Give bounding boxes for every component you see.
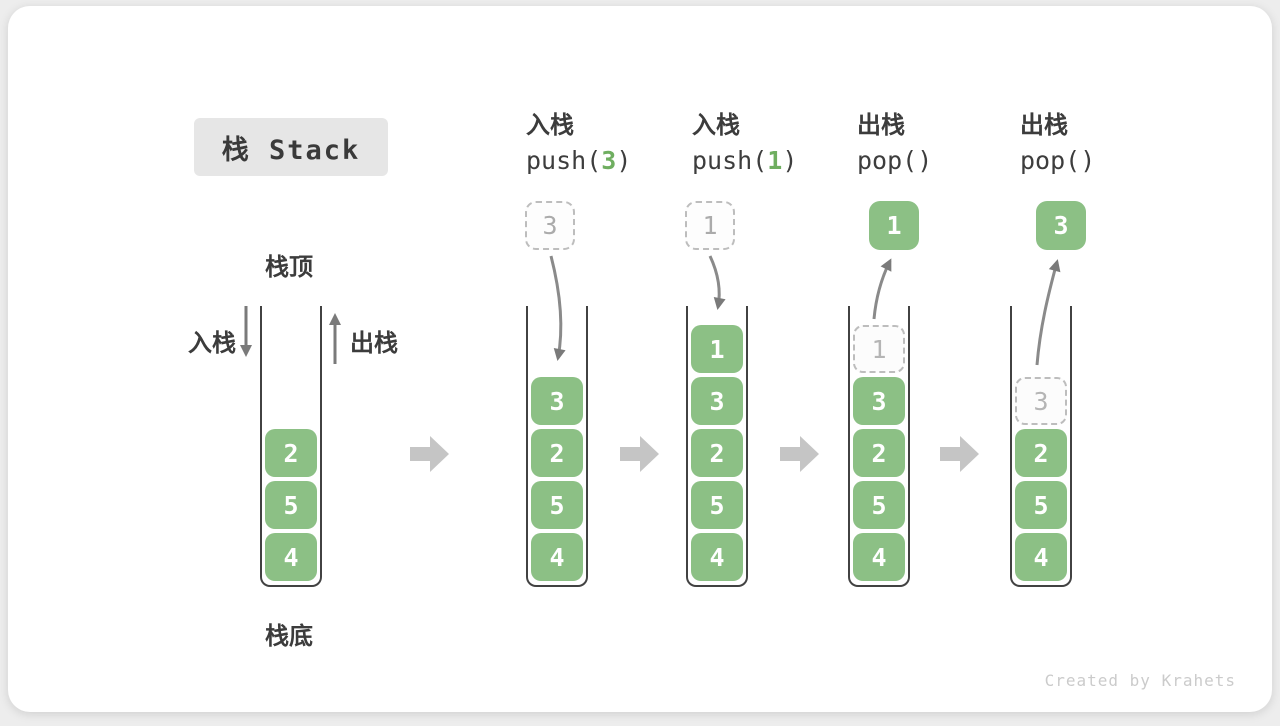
stack-cell: 4 <box>853 533 905 581</box>
op-label: 出栈 <box>857 111 905 139</box>
op-arg: 3 <box>601 146 617 175</box>
popped-value-box: 3 <box>1036 201 1086 250</box>
incoming-value-box: 3 <box>525 201 575 250</box>
stack-cell: 5 <box>265 481 317 529</box>
stack-cell: 4 <box>265 533 317 581</box>
stack-container-3 <box>686 306 748 587</box>
diagram-card: 栈 Stack 入栈 push(3) 入栈 push(1) 出栈 pop() 出… <box>8 6 1272 712</box>
stack-cell: 2 <box>691 429 743 477</box>
stack-cell: 3 <box>531 377 583 425</box>
stack-container-1 <box>260 306 322 587</box>
popped-value-box: 1 <box>869 201 919 250</box>
stack-cell: 4 <box>1015 533 1067 581</box>
op-arg: 1 <box>767 146 783 175</box>
stack-cell: 5 <box>531 481 583 529</box>
pop-direction-label: 出栈 <box>350 329 398 357</box>
op-code: pop() <box>1020 146 1096 175</box>
stack-cell: 5 <box>1015 481 1067 529</box>
stack-container-2 <box>526 306 588 587</box>
stack-cell-ghost: 3 <box>1015 377 1067 425</box>
op-label: 入栈 <box>526 111 574 139</box>
op-code: pop() <box>857 146 933 175</box>
push-curve-arrow-2 <box>708 255 726 310</box>
stack-cell: 5 <box>853 481 905 529</box>
incoming-value-box: 1 <box>685 201 735 250</box>
stack-cell: 3 <box>691 377 743 425</box>
stack-cell: 5 <box>691 481 743 529</box>
op-header-push-3: 入栈 push(3) <box>526 110 706 176</box>
op-header-push-1: 入栈 push(1) <box>692 110 872 176</box>
stack-cell: 1 <box>691 325 743 373</box>
diagram-title: 栈 Stack <box>194 118 388 176</box>
op-code: push(3) <box>526 146 632 175</box>
op-header-pop-1: 出栈 pop() <box>857 110 1037 176</box>
step-arrow-3 <box>780 436 819 472</box>
op-label: 入栈 <box>692 111 740 139</box>
stack-cell: 2 <box>853 429 905 477</box>
credit-text: Created by Krahets <box>1044 671 1236 690</box>
stack-top-label: 栈顶 <box>265 253 313 281</box>
stack-cell: 2 <box>265 429 317 477</box>
stack-cell: 2 <box>531 429 583 477</box>
step-arrow-2 <box>620 436 659 472</box>
stack-cell: 4 <box>691 533 743 581</box>
op-header-pop-2: 出栈 pop() <box>1020 110 1200 176</box>
push-direction-label: 入栈 <box>188 329 236 357</box>
step-arrow-4 <box>940 436 979 472</box>
step-arrow-1 <box>410 436 449 472</box>
stack-cell: 4 <box>531 533 583 581</box>
op-code: push(1) <box>692 146 798 175</box>
stack-bottom-label: 栈底 <box>265 622 313 650</box>
op-label: 出栈 <box>1020 111 1068 139</box>
stack-cell: 3 <box>853 377 905 425</box>
stack-container-5 <box>1010 306 1072 587</box>
stack-cell-ghost: 1 <box>853 325 905 373</box>
stack-cell: 2 <box>1015 429 1067 477</box>
stack-container-4 <box>848 306 910 587</box>
